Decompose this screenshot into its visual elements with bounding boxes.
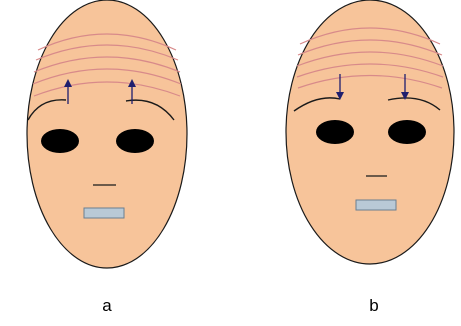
left-eye [41, 129, 79, 153]
mouth [356, 200, 396, 210]
right-eye [116, 129, 154, 153]
mouth [84, 208, 124, 218]
panel-label-b: b [359, 296, 389, 316]
right-eye [388, 120, 426, 144]
face-a [27, 0, 187, 268]
face-b [286, 0, 454, 264]
left-eye [316, 120, 354, 144]
panel-label-a: a [92, 296, 122, 316]
